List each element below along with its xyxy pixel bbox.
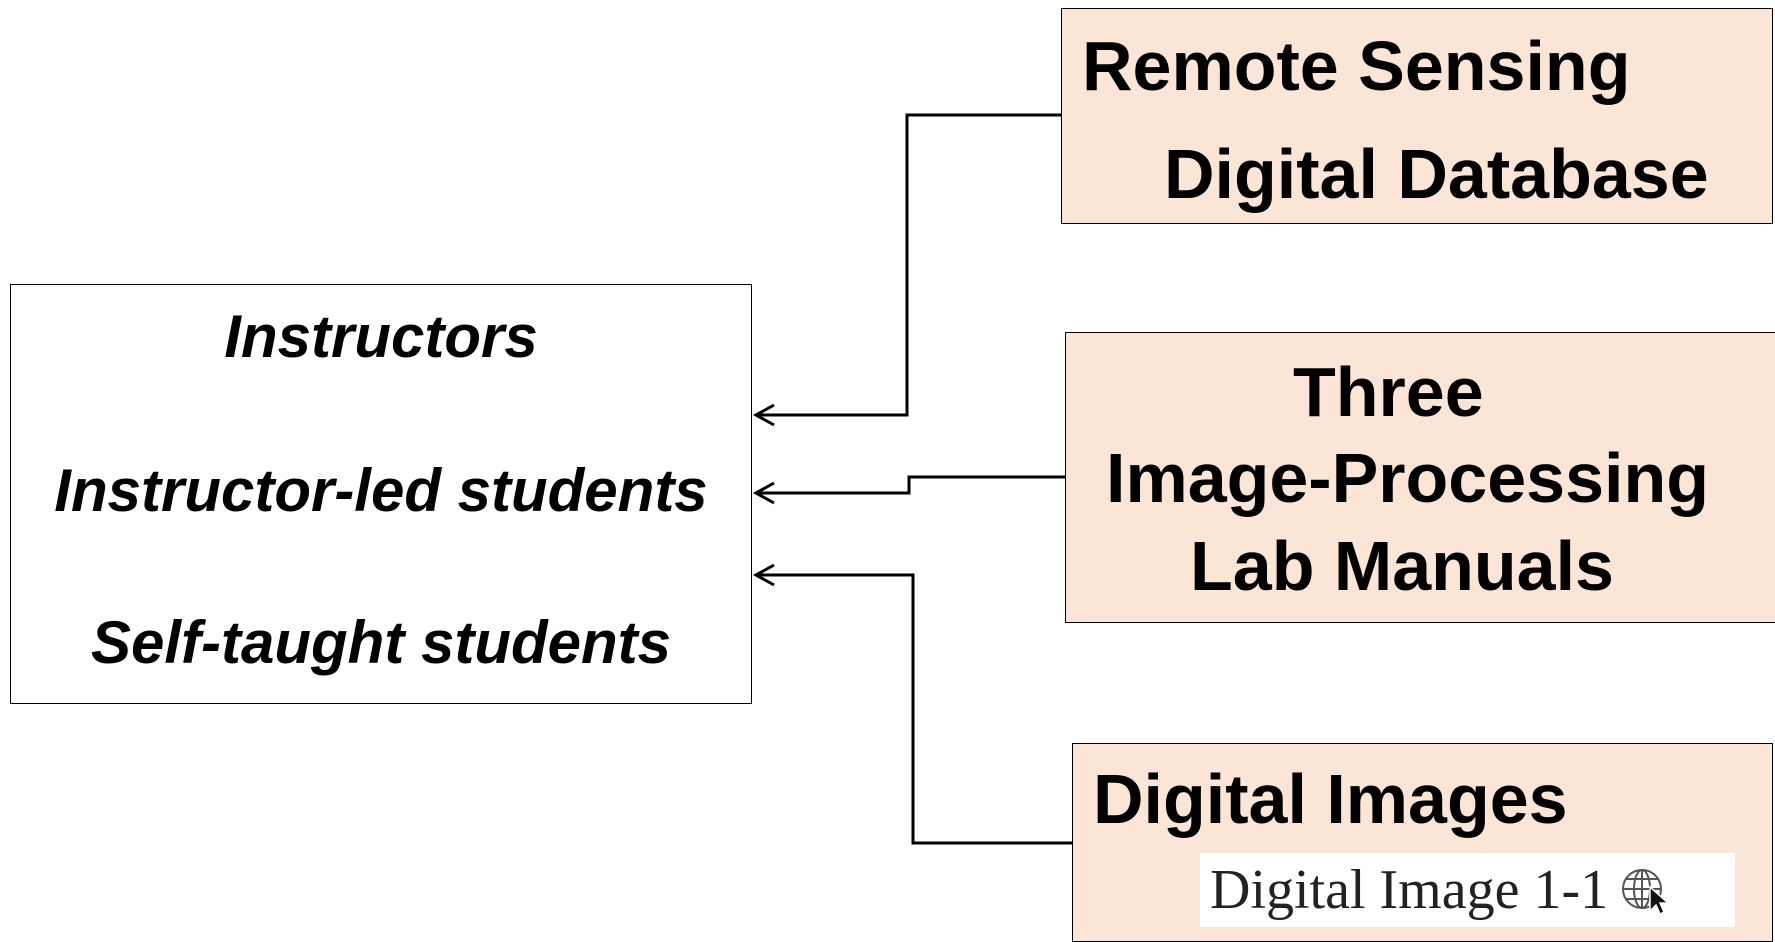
audience-box: Instructors Instructor-led students Self… [10, 284, 752, 704]
manuals-title-line1: Three [1293, 353, 1484, 431]
digital-images-title: Digital Images [1093, 760, 1568, 838]
database-title-line2: Digital Database [1164, 135, 1709, 213]
database-title-line1: Remote Sensing [1082, 27, 1631, 105]
lab-manuals-box: Three Image-Processing Lab Manuals [1065, 332, 1775, 623]
arrow-manuals-to-audience [756, 475, 1065, 495]
arrowhead-1 [752, 403, 775, 427]
audience-self-taught-students: Self-taught students [91, 609, 671, 676]
manuals-title-line3: Lab Manuals [1190, 527, 1614, 605]
globe-cursor-icon[interactable] [1620, 865, 1671, 915]
audience-instructor-led-students: Instructor-led students [54, 457, 708, 524]
arrow-images-to-audience [756, 573, 1072, 845]
arrowhead-3 [752, 563, 775, 587]
arrowhead-2 [752, 481, 775, 505]
audience-instructors: Instructors [224, 303, 538, 370]
manuals-title-line2: Image-Processing [1106, 439, 1709, 517]
remote-sensing-database-box: Remote Sensing Digital Database [1061, 8, 1773, 224]
digital-image-link-label[interactable]: Digital Image 1-1 [1210, 859, 1609, 921]
arrow-database-to-audience [756, 113, 1061, 417]
digital-image-link[interactable]: Digital Image 1-1 [1200, 853, 1735, 927]
